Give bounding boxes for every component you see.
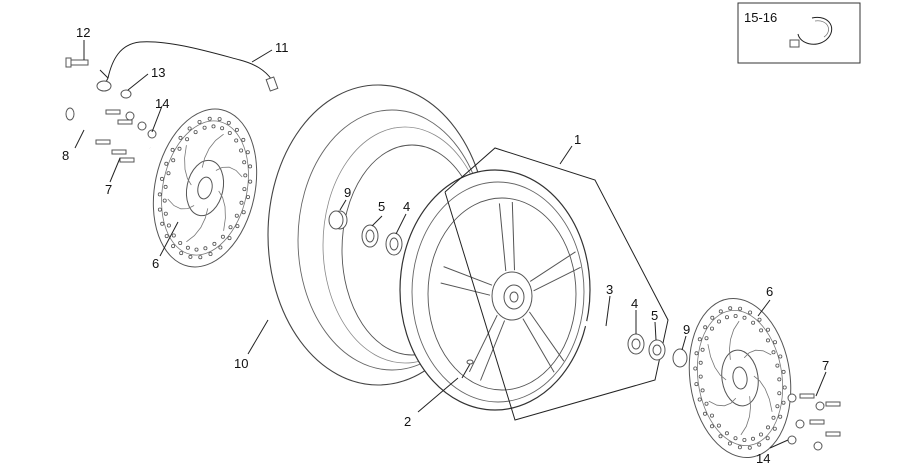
callout-8: 8 — [62, 148, 69, 163]
spacer-9-left — [328, 210, 348, 230]
callout-1: 1 — [574, 132, 581, 147]
right-brake-disc — [688, 297, 792, 459]
callout-5-right: 5 — [651, 308, 658, 323]
rim-1 — [399, 169, 591, 411]
inset-label: 15-16 — [744, 10, 777, 25]
inset-box: 15-16 — [737, 2, 861, 64]
seal-4-right — [627, 333, 645, 355]
callout-14-right: 14 — [756, 451, 770, 466]
bolt-12 — [65, 57, 89, 68]
valve-2 — [461, 359, 474, 379]
callout-9-right: 9 — [683, 322, 690, 337]
callout-4-right: 4 — [631, 296, 638, 311]
seal-4-left — [385, 232, 403, 256]
washer-13 — [120, 89, 132, 99]
callout-11: 11 — [275, 40, 289, 55]
callout-7-right: 7 — [822, 358, 829, 373]
spacer-9-right — [672, 348, 688, 368]
callout-12: 12 — [76, 25, 90, 40]
speed-sensor-cable — [96, 41, 279, 92]
bearing-5-right — [648, 339, 666, 361]
callout-3: 3 — [606, 282, 613, 297]
callout-4-left: 4 — [403, 199, 410, 214]
callout-9-left: 9 — [344, 185, 351, 200]
callout-6-right: 6 — [766, 284, 773, 299]
callout-13: 13 — [151, 65, 165, 80]
callout-10: 10 — [234, 356, 248, 371]
callout-labels: 12 11 13 14 8 7 6 9 5 4 1 10 3 4 5 9 6 7… — [62, 25, 829, 466]
axle-8 — [65, 107, 151, 150]
leader-lines — [74, 40, 827, 449]
bearing-5-left — [361, 224, 379, 248]
callout-2: 2 — [404, 414, 411, 429]
right-bolts — [787, 393, 841, 451]
shaft-3 — [581, 319, 629, 343]
callout-7-left: 7 — [105, 182, 112, 197]
left-brake-disc — [152, 108, 258, 268]
left-bolts — [95, 109, 157, 163]
callout-14-left: 14 — [155, 96, 169, 111]
hose-clamp-icon — [789, 16, 833, 48]
callout-6-left: 6 — [152, 256, 159, 271]
callout-frame — [444, 147, 669, 421]
callout-5-left: 5 — [378, 199, 385, 214]
